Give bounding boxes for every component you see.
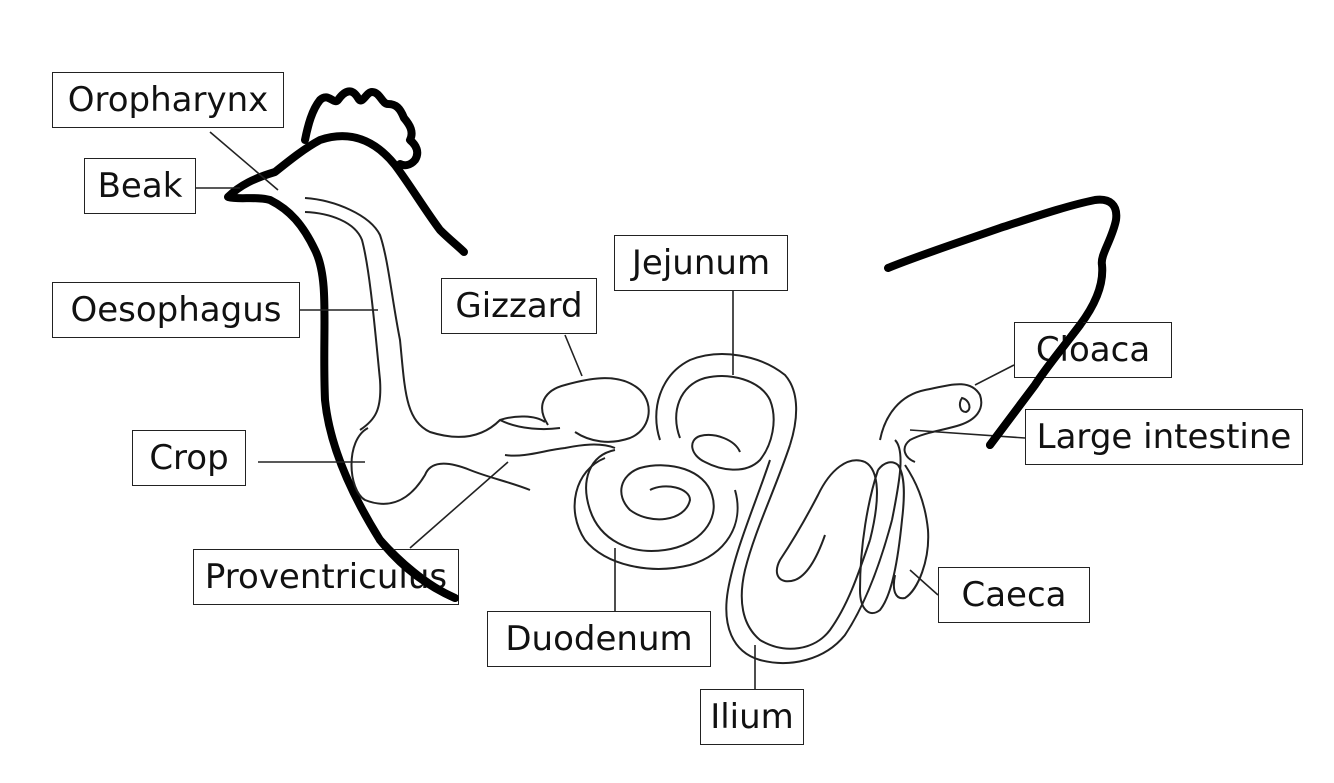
duodenum-organ: [585, 449, 715, 552]
label-large-intestine: Large intestine: [1025, 409, 1303, 465]
leader-cloaca: [974, 364, 1015, 386]
leader-oropharynx: [209, 131, 279, 191]
label-cloaca: Cloaca: [1014, 322, 1172, 378]
label-jejunum: Jejunum: [614, 235, 788, 291]
ilium-loop: [775, 439, 902, 583]
label-proventriculus: Proventriculus: [193, 549, 459, 605]
comb-outline: [301, 87, 422, 170]
leader-caeca: [909, 569, 939, 596]
leader-gizzard: [564, 334, 583, 377]
large-intestine-organ: [879, 383, 983, 463]
crop-organ: [350, 427, 531, 505]
label-gizzard: Gizzard: [441, 278, 597, 334]
label-ilium: Ilium: [700, 689, 804, 745]
caeca-organ: [858, 461, 930, 615]
leader-lines: [196, 131, 1026, 690]
label-oropharynx: Oropharynx: [52, 72, 284, 128]
leader-proventriculus: [409, 461, 509, 549]
chicken-head-outline: [224, 132, 468, 602]
proventriculus-organ: [499, 419, 616, 457]
label-duodenum: Duodenum: [487, 611, 711, 667]
gizzard-organ: [541, 377, 650, 443]
oesophagus-inner: [304, 211, 382, 431]
duodenum-outer: [573, 457, 739, 570]
label-crop: Crop: [132, 430, 246, 486]
label-beak: Beak: [84, 158, 196, 214]
cloaca-organ: [958, 396, 971, 414]
label-oesophagus: Oesophagus: [52, 282, 300, 338]
ilium-organ: [725, 444, 893, 664]
jejunum-organ: [655, 353, 798, 471]
label-caeca: Caeca: [938, 567, 1090, 623]
